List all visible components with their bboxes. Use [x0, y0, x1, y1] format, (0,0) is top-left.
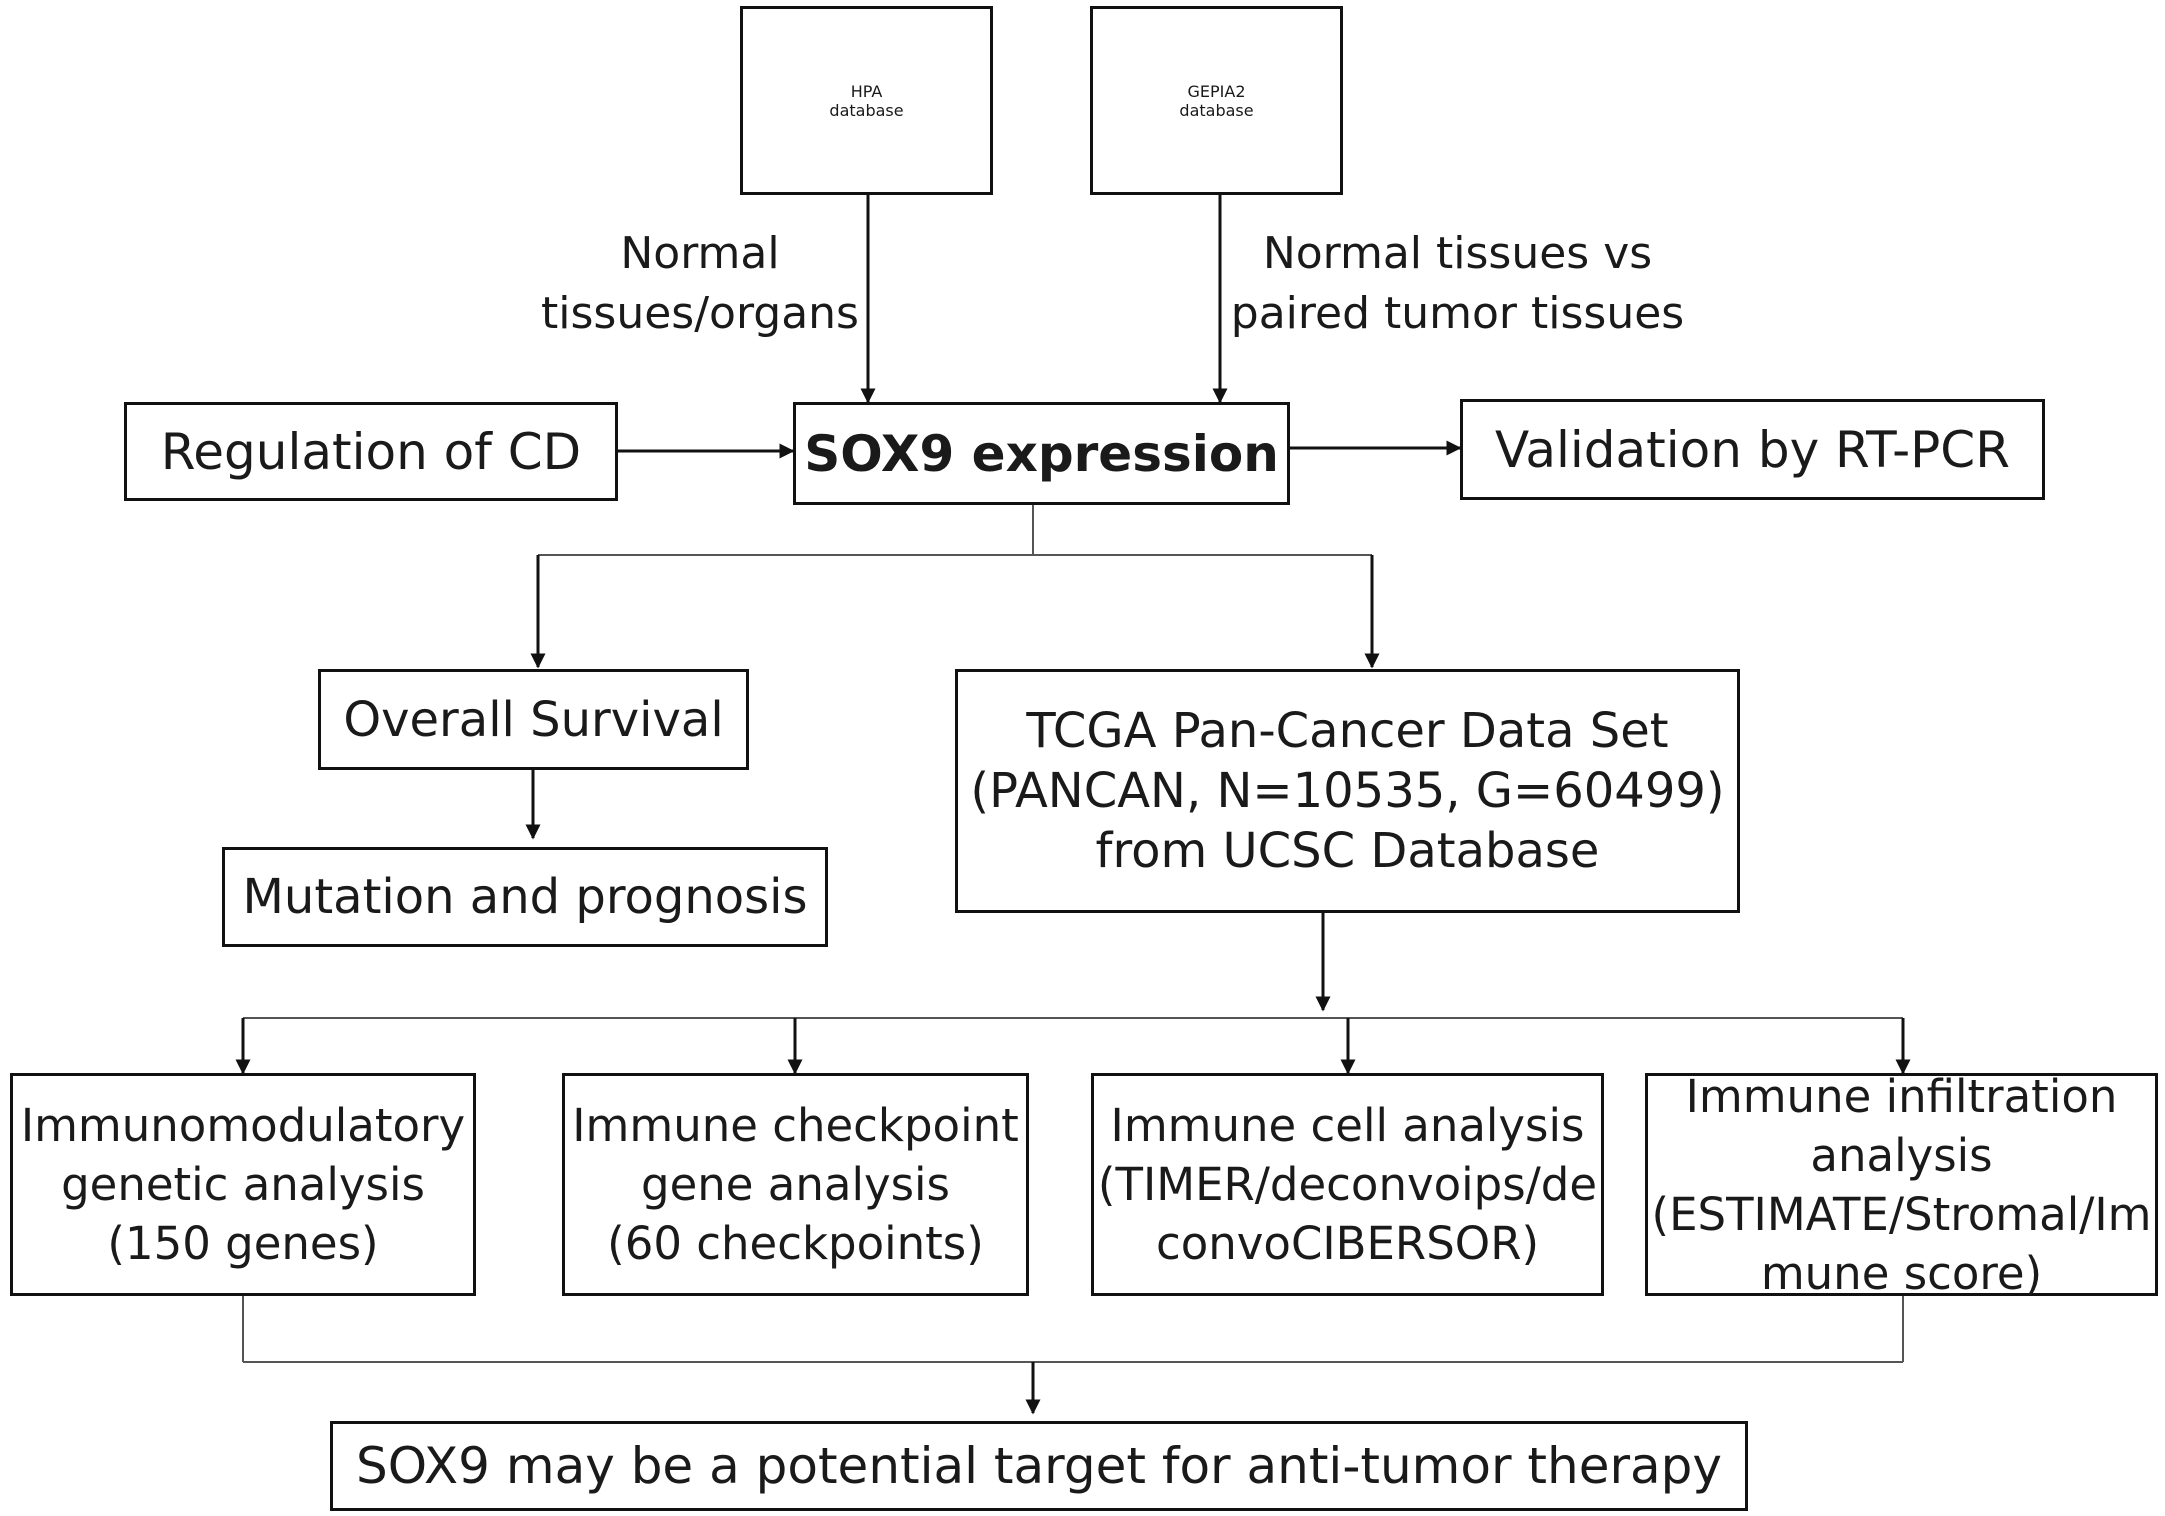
text-line: analysis — [1810, 1128, 1993, 1182]
text-line: SOX9 may be a potential target for anti-… — [356, 1437, 1722, 1495]
text-line: Mutation and prognosis — [242, 869, 808, 925]
text-line: Immune cell analysis — [1110, 1099, 1585, 1152]
text-line: (TIMER/deconvoips/de — [1097, 1158, 1598, 1211]
text-line: Immune checkpoint — [572, 1099, 1019, 1152]
text-line: (ESTIMATE/Stromal/Im — [1651, 1187, 2152, 1241]
text-line: mune score) — [1760, 1246, 2043, 1300]
text-line: tissues/organs — [541, 288, 859, 339]
immune-cell-analysis-node: Immune cell analysis (TIMER/deconvoips/de… — [1091, 1073, 1604, 1296]
text-line: Immunomodulatory — [20, 1099, 466, 1152]
text-line: HPA — [850, 81, 883, 101]
immune-checkpoint-analysis-node: Immune checkpoint gene analysis (60 checkp… — [562, 1073, 1029, 1296]
text-line: paired tumor tissues — [1230, 288, 1685, 339]
overall-survival-node: Overall Survival — [318, 669, 749, 770]
text-line: Normal — [620, 228, 780, 279]
tcga-dataset-node: TCGA Pan-Cancer Data Set(PANCAN, N=10535… — [955, 669, 1740, 913]
immunomodulatory-analysis-node: Immunomodulatory genetic analysis (150 gen… — [10, 1073, 476, 1296]
text-line: convoCIBERSOR) — [1155, 1217, 1540, 1270]
text-line: Validation by RT-PCR — [1495, 420, 2010, 479]
sox9-expression-node: SOX9 expression — [793, 402, 1290, 505]
text-line: SOX9 expression — [804, 424, 1279, 483]
text-line: genetic analysis — [61, 1158, 425, 1211]
text-line: from UCSC Database — [1095, 823, 1600, 879]
text-line: Overall Survival — [343, 691, 724, 748]
text-line: Regulation of CD — [160, 422, 582, 481]
mutation-and-prognosis-node: Mutation and prognosis — [222, 847, 828, 947]
text-line: Immune infiltration — [1685, 1069, 2118, 1123]
gepia2-edge-label: Normal tissues vs paired tumor tissues — [1225, 224, 1690, 344]
text-line: gene analysis — [641, 1158, 950, 1211]
hpa-edge-label: Normal tissues/organs — [530, 224, 870, 344]
text-line: database — [1179, 100, 1254, 120]
text-line: (150 genes) — [107, 1217, 379, 1270]
regulation-of-cd-node: Regulation of CD — [124, 402, 618, 501]
conclusion-node: SOX9 may be a potential target for anti-… — [330, 1421, 1748, 1511]
text-line: database — [829, 100, 904, 120]
text-line: (60 checkpoints) — [607, 1217, 984, 1270]
text-line: TCGA Pan-Cancer Data Set — [1026, 703, 1669, 759]
validation-rt-pcr-node: Validation by RT-PCR — [1460, 399, 2045, 500]
text-line: GEPIA2 — [1187, 81, 1246, 101]
text-line: (PANCAN, N=10535, G=60499) — [970, 763, 1725, 819]
text-line: Normal tissues vs — [1262, 228, 1653, 279]
